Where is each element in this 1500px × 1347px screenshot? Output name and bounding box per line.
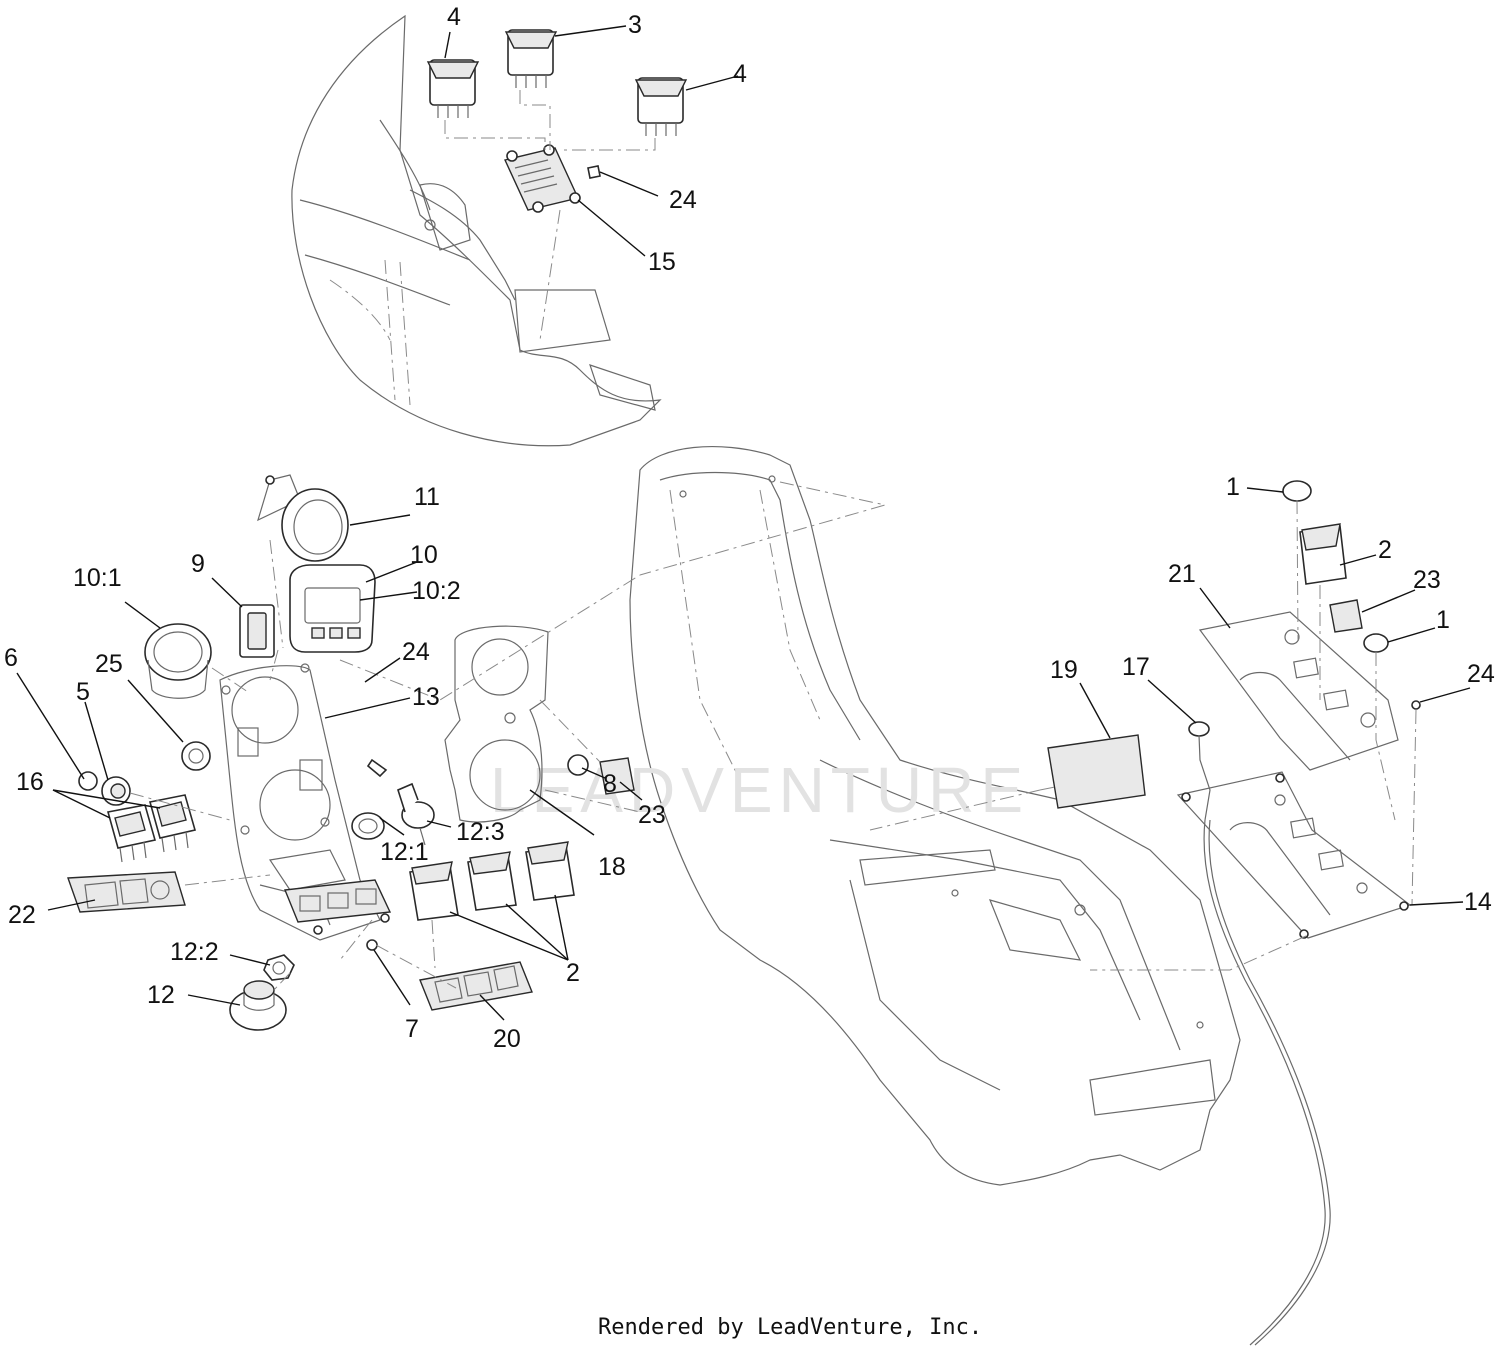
callout-10-1: 10:1 — [73, 564, 122, 592]
callout-24-mid: 24 — [402, 638, 430, 666]
nut-25 — [181, 741, 211, 771]
callout-23-center: 23 — [638, 801, 666, 829]
callout-13: 13 — [412, 683, 440, 711]
screw-24-right — [1411, 700, 1421, 710]
bezel-22 — [67, 871, 186, 913]
callout-25: 25 — [95, 650, 123, 678]
knob-5-6 — [78, 771, 131, 806]
callout-12-2: 12:2 — [170, 938, 219, 966]
callout-3: 3 — [628, 11, 642, 39]
callout-2-right: 2 — [1378, 536, 1392, 564]
switch-2-right — [1299, 523, 1347, 585]
callout-17: 17 — [1122, 653, 1150, 681]
plate-21 — [1198, 611, 1399, 771]
callout-4-top-left: 4 — [447, 3, 461, 31]
cap-1-side — [1363, 633, 1389, 653]
callout-22: 22 — [8, 901, 36, 929]
plate-14 — [1176, 771, 1412, 939]
gasket-18 — [444, 625, 549, 823]
cable-17 — [1188, 721, 1331, 1346]
nut-12-2 — [263, 954, 295, 981]
callout-12-1: 12:1 — [380, 838, 429, 866]
rocker-switch-top-right — [634, 77, 688, 136]
switch-9 — [239, 604, 275, 658]
callout-8: 8 — [603, 770, 617, 798]
callout-10-2: 10:2 — [412, 577, 461, 605]
switch-bezel-lower — [284, 879, 392, 935]
callout-18: 18 — [598, 853, 626, 881]
rocker-switches-16 — [106, 794, 197, 863]
callout-12: 12 — [147, 981, 175, 1009]
callout-20: 20 — [493, 1025, 521, 1053]
callout-6: 6 — [4, 644, 18, 672]
gauge-bezel-10-1 — [144, 623, 212, 699]
callout-10: 10 — [410, 541, 438, 569]
callout-4-top-right: 4 — [733, 60, 747, 88]
callout-16: 16 — [16, 768, 44, 796]
center-console — [629, 445, 1241, 1186]
callout-7: 7 — [405, 1015, 419, 1043]
callout-24-top: 24 — [669, 186, 697, 214]
callout-23-right: 23 — [1413, 566, 1441, 594]
plug-8-decal-23 — [567, 754, 635, 795]
display-10 — [289, 564, 376, 653]
gauge-11 — [257, 474, 349, 562]
callout-1-top: 1 — [1226, 473, 1240, 501]
callout-1-side: 1 — [1436, 606, 1450, 634]
callout-5: 5 — [76, 678, 90, 706]
socket-12 — [229, 939, 378, 1031]
bezel-20 — [419, 961, 533, 1011]
rocker-switches-2-lower — [409, 841, 575, 921]
callout-21: 21 — [1168, 560, 1196, 588]
decal-19 — [1047, 734, 1146, 809]
callout-15: 15 — [648, 248, 676, 276]
callout-labels: 4 3 4 24 15 11 10 10:2 9 10:1 25 24 13 6… — [4, 3, 1495, 1053]
callout-2-lower: 2 — [566, 959, 580, 987]
rocker-switch-top-left — [426, 59, 480, 118]
switch-bezel-plate — [504, 144, 601, 213]
ignition-12-3 — [366, 758, 435, 846]
dash-panel-assembly — [291, 14, 662, 447]
grommet-12-1 — [351, 812, 385, 840]
leader-lines — [16, 25, 1471, 1021]
footer-credit: Rendered by LeadVenture, Inc. — [598, 1315, 982, 1340]
callout-9: 9 — [191, 550, 205, 578]
callout-14: 14 — [1464, 888, 1492, 916]
callout-24-right: 24 — [1467, 660, 1495, 688]
callout-12-3: 12:3 — [456, 818, 505, 846]
rocker-switch-top-center — [504, 29, 558, 88]
callout-11: 11 — [414, 483, 440, 511]
callout-19: 19 — [1050, 656, 1078, 684]
decal-23-right — [1329, 599, 1363, 633]
cap-1-top — [1282, 480, 1312, 502]
